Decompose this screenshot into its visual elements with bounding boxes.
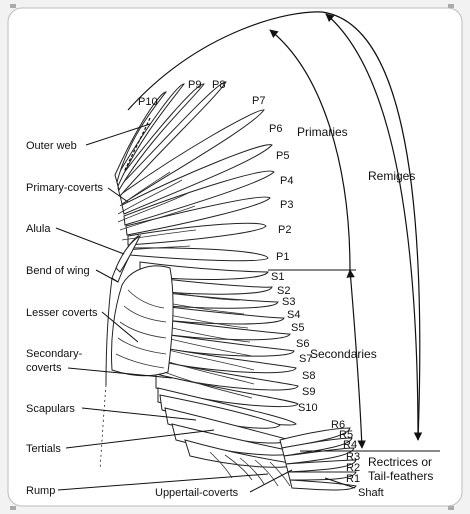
label-p6: P6 — [269, 123, 282, 135]
label-rump: Rump — [26, 485, 55, 497]
label-rectrices-line2: Tail-feathers — [368, 469, 433, 483]
label-p1: P1 — [276, 251, 289, 263]
label-r4: R4 — [343, 439, 357, 451]
label-primary-coverts: Primary-coverts — [26, 182, 104, 194]
label-primaries: Primaries — [297, 125, 348, 139]
label-r1: R1 — [346, 473, 360, 485]
label-secondary-coverts-line1: Secondary- — [26, 348, 83, 360]
corner-mark — [10, 4, 16, 8]
label-p3: P3 — [280, 199, 293, 211]
label-s9: S9 — [302, 386, 315, 398]
label-s6: S6 — [296, 338, 309, 350]
label-rectrices-line1: Rectrices or — [368, 455, 432, 469]
label-uppertail-coverts: Uppertail-coverts — [155, 487, 239, 499]
label-s4: S4 — [287, 309, 300, 321]
label-s5: S5 — [291, 322, 304, 334]
label-p9: P9 — [188, 79, 201, 91]
label-secondaries: Secondaries — [310, 347, 377, 361]
label-p4: P4 — [280, 175, 293, 187]
label-tertials: Tertials — [26, 443, 61, 455]
label-s10: S10 — [298, 402, 318, 414]
label-remiges: Remiges — [368, 169, 415, 183]
label-s1: S1 — [271, 271, 284, 283]
label-s7: S7 — [299, 353, 312, 365]
label-s8: S8 — [302, 370, 315, 382]
corner-mark — [10, 506, 16, 510]
label-lesser-coverts: Lesser coverts — [26, 307, 98, 319]
label-p5: P5 — [276, 150, 289, 162]
label-p7: P7 — [252, 95, 265, 107]
label-scapulars: Scapulars — [26, 403, 75, 415]
label-p8: P8 — [212, 79, 225, 91]
label-shaft: Shaft — [358, 487, 384, 499]
label-bend-of-wing: Bend of wing — [26, 265, 90, 277]
label-secondary-coverts-line2: coverts — [26, 362, 62, 374]
label-outer-web: Outer web — [26, 140, 77, 152]
label-s3: S3 — [282, 296, 295, 308]
label-p2: P2 — [278, 224, 291, 236]
corner-mark — [448, 506, 454, 510]
corner-mark — [448, 4, 454, 8]
label-p10: P10 — [138, 96, 158, 108]
label-alula: Alula — [26, 223, 51, 235]
